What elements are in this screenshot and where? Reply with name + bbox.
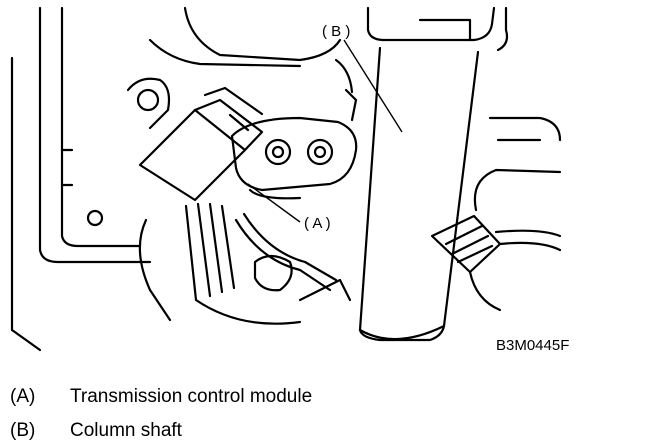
legend-text-a: Transmission control module	[70, 386, 313, 407]
callout-b: ( B )	[322, 23, 350, 40]
callout-a: ( A )	[304, 215, 331, 232]
right-connector	[430, 116, 562, 312]
figure-id: B3M0445F	[496, 337, 569, 354]
leader-line-a	[247, 183, 301, 223]
wiring-harness	[138, 86, 352, 325]
leader-line-b	[343, 39, 403, 133]
column-housing	[126, 6, 509, 130]
column-shaft-drawing	[334, 46, 480, 342]
legend-item-b: (B) Column shaft	[10, 420, 182, 442]
legend-key-a: (A)	[10, 386, 36, 407]
legend-item-a: (A) Transmission control module	[10, 386, 312, 408]
dash-panel	[10, 6, 152, 352]
legend-key-b: (B)	[10, 420, 36, 441]
legend-text-b: Column shaft	[70, 420, 182, 441]
